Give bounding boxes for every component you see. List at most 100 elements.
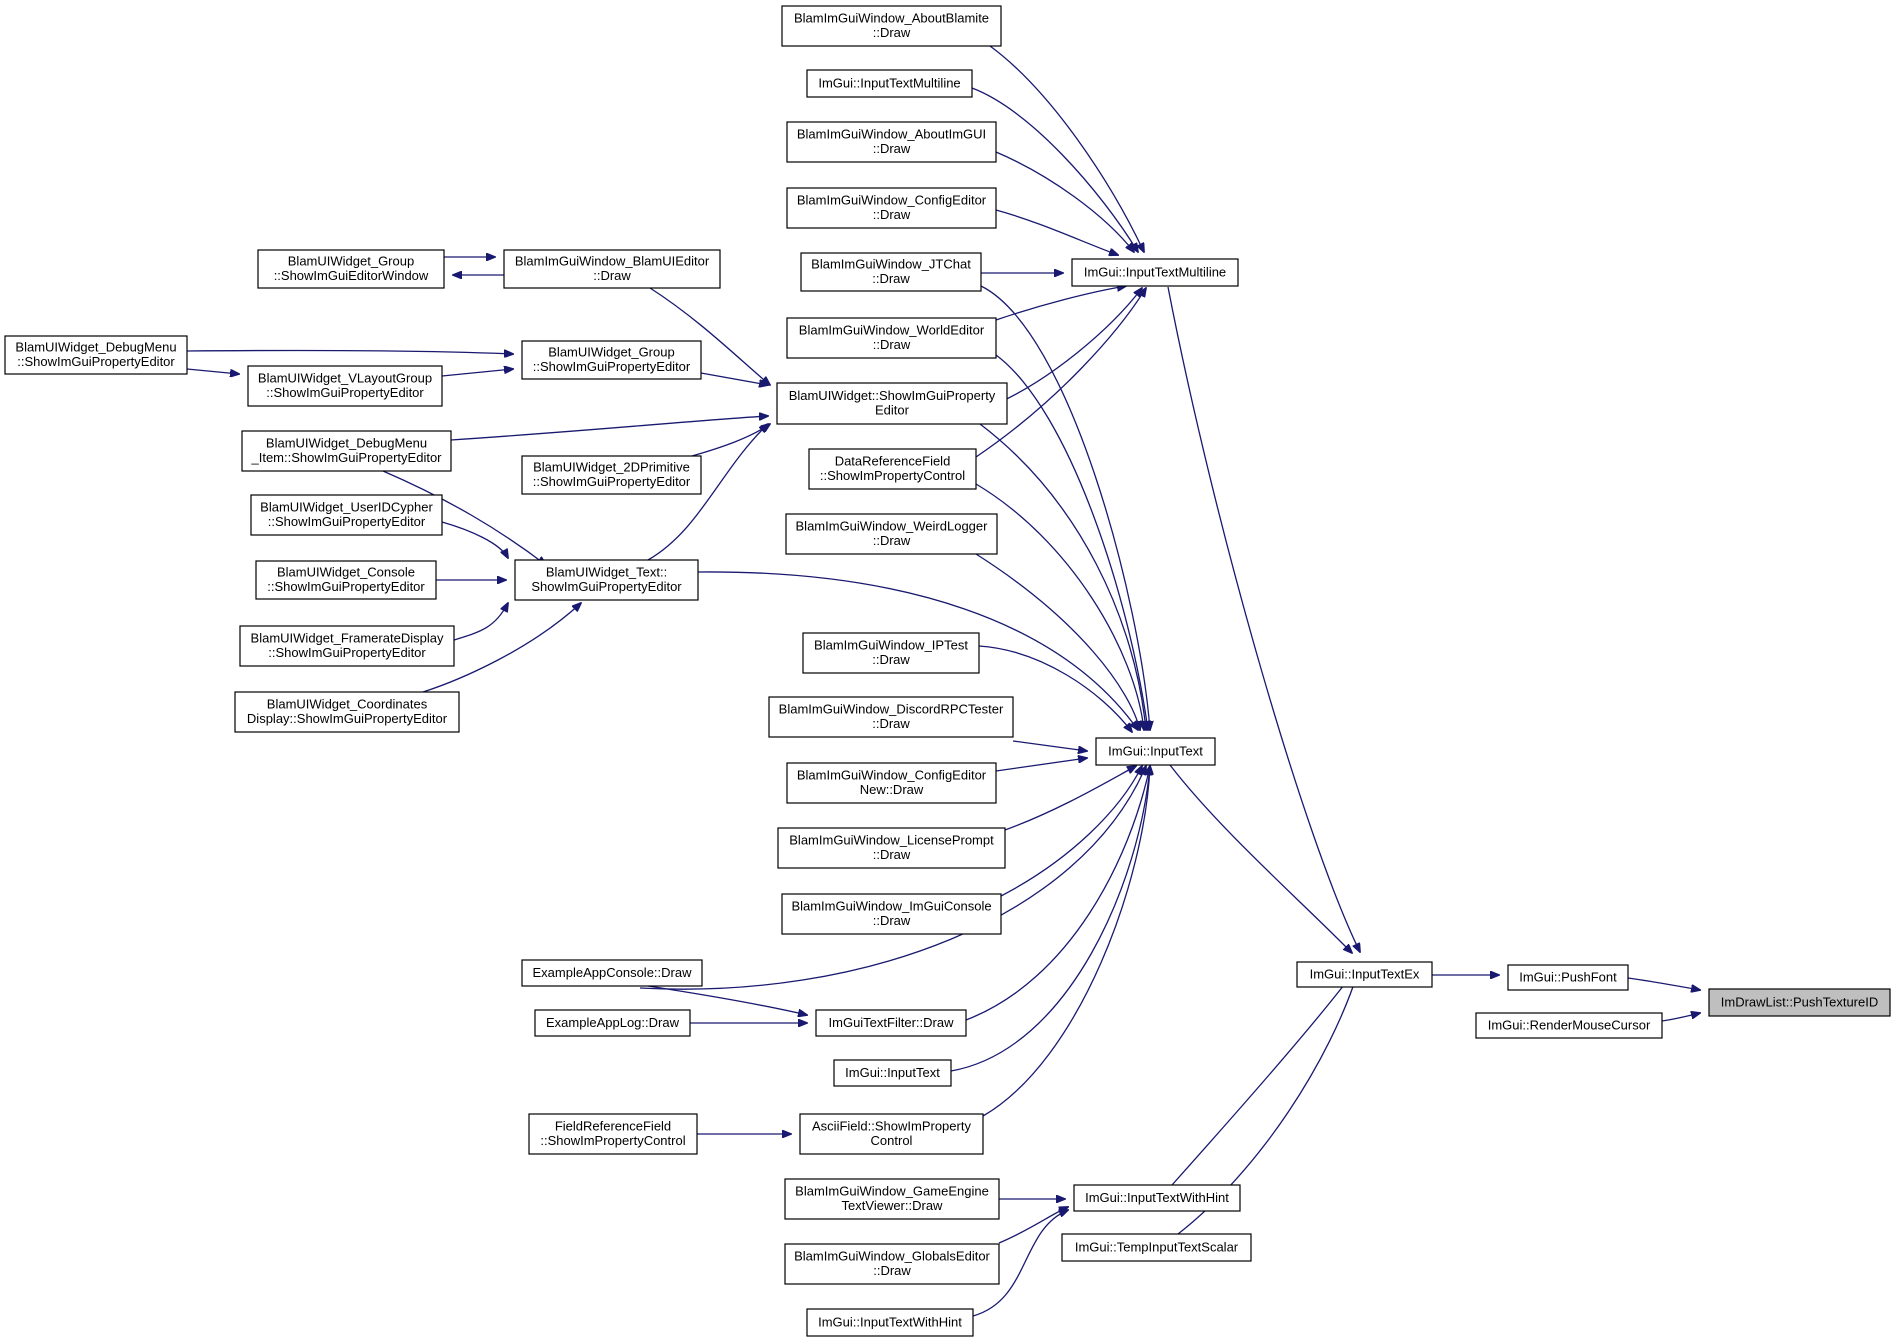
graph-node-textfilter[interactable]: ImGuiTextFilter::Draw [815, 1009, 967, 1037]
graph-node-imgui_itm[interactable]: ImGui::InputTextMultiline [806, 69, 973, 98]
node-label: Display::ShowImGuiPropertyEditor [247, 711, 448, 726]
edge-imgui_itwh-to-inputtextwithhint [972, 1210, 1068, 1317]
node-label: ImGui::InputTextMultiline [1084, 264, 1226, 279]
node-label: BlamUIWidget_2DPrimitive [533, 460, 690, 475]
graph-node-groupwindow[interactable]: BlamUIWidget_Group::ShowImGuiEditorWindo… [257, 249, 445, 289]
graph-node-gameengine[interactable]: BlamImGuiWindow_GameEngineTextViewer::Dr… [784, 1178, 1000, 1220]
graph-node-framerate[interactable]: BlamUIWidget_FramerateDisplay::ShowImGui… [239, 625, 455, 667]
graph-node-licenseprompt[interactable]: BlamImGuiWindow_LicensePrompt::Draw [777, 827, 1006, 869]
edge-jtchat-to-inputtext [980, 285, 1150, 730]
node-label: ::Draw [873, 533, 911, 548]
edge-textwidget-to-showpropeditor [647, 424, 768, 561]
node-label: _Item::ShowImGuiPropertyEditor [250, 450, 442, 465]
graph-node-vlayout[interactable]: BlamUIWidget_VLayoutGroup::ShowImGuiProp… [247, 365, 443, 407]
node-box [255, 560, 437, 600]
graph-node-rendermouse[interactable]: ImGui::RenderMouseCursor [1475, 1012, 1663, 1039]
edge-inputtext-to-inputtextex [1169, 764, 1352, 953]
node-label: ::ShowImPropertyControl [540, 1133, 685, 1148]
graph-node-debugmenu[interactable]: BlamUIWidget_DebugMenu::ShowImGuiPropert… [4, 335, 188, 375]
graph-node-group[interactable]: BlamUIWidget_Group::ShowImGuiPropertyEdi… [521, 340, 702, 380]
node-box [806, 69, 973, 98]
graph-node-uieditor[interactable]: BlamImGuiWindow_BlamUIEditor::Draw [503, 249, 721, 289]
graph-node-appconsole[interactable]: ExampleAppConsole::Draw [521, 959, 703, 987]
node-label: ::Draw [873, 141, 911, 156]
node-box [521, 340, 702, 380]
node-label: ::ShowImGuiPropertyEditor [267, 579, 425, 594]
edge-debugmenuitem-to-textwidget [382, 470, 546, 565]
edge-debugmenu-to-group [186, 350, 513, 354]
graph-node-asciifield[interactable]: AsciiField::ShowImPropertyControl [799, 1113, 984, 1155]
graph-node-discordrpc[interactable]: BlamImGuiWindow_DiscordRPCTester::Draw [768, 696, 1014, 738]
graph-node-console[interactable]: BlamUIWidget_Console::ShowImGuiPropertyE… [255, 560, 437, 600]
node-box [799, 1113, 984, 1155]
graph-node-weirdlogger[interactable]: BlamImGuiWindow_WeirdLogger::Draw [785, 513, 998, 555]
graph-node-imgui_itwh[interactable]: ImGui::InputTextWithHint [806, 1308, 974, 1337]
graph-node-showpropeditor[interactable]: BlamUIWidget::ShowImGuiPropertyEditor [776, 382, 1008, 425]
node-box [1061, 1233, 1252, 1262]
node-box [1296, 961, 1433, 988]
node-box [806, 1308, 974, 1337]
node-label: ShowImGuiPropertyEditor [531, 579, 682, 594]
graph-node-inputtextwithhint[interactable]: ImGui::InputTextWithHint [1073, 1184, 1241, 1212]
node-label: DataReferenceField [835, 454, 951, 469]
edge-showpropeditor-to-inputtextmultiline [995, 288, 1142, 405]
node-box [4, 335, 188, 375]
node-label: ::Draw [872, 652, 910, 667]
graph-node-inputtextmultiline[interactable]: ImGui::InputTextMultiline [1071, 258, 1239, 287]
graph-node-configeditor[interactable]: BlamImGuiWindow_ConfigEditor::Draw [786, 187, 997, 229]
graph-node-aboutblamite[interactable]: BlamImGuiWindow_AboutBlamite::Draw [781, 5, 1002, 47]
edge-rendermouse-to-root [1661, 1013, 1700, 1022]
graph-node-useridcypher[interactable]: BlamUIWidget_UserIDCypher::ShowImGuiProp… [250, 494, 443, 536]
node-label: BlamImGuiWindow_ConfigEditor [797, 193, 987, 208]
graph-node-imgui_it[interactable]: ImGui::InputText [833, 1059, 952, 1087]
node-label: ImGui::InputTextWithHint [1085, 1190, 1229, 1205]
graph-node-pushfont[interactable]: ImGui::PushFont [1507, 964, 1629, 991]
graph-node-prim2d[interactable]: BlamUIWidget_2DPrimitive::ShowImGuiPrope… [521, 455, 702, 495]
graph-node-debugmenuitem[interactable]: BlamUIWidget_DebugMenu_Item::ShowImGuiPr… [241, 430, 452, 472]
node-label: AsciiField::ShowImProperty [812, 1119, 971, 1134]
node-label: ImGuiTextFilter::Draw [829, 1015, 955, 1030]
graph-node-inputtext[interactable]: ImGui::InputText [1095, 737, 1216, 766]
graph-node-fieldref[interactable]: FieldReferenceField::ShowImPropertyContr… [528, 1113, 698, 1155]
node-box [785, 513, 998, 555]
node-box [768, 696, 1014, 738]
node-label: ImGui::InputTextMultiline [818, 75, 960, 90]
node-label: ImGui::InputText [1108, 743, 1203, 758]
graph-node-jtchat[interactable]: BlamImGuiWindow_JTChat::Draw [800, 252, 982, 292]
edge-configeditor-to-inputtextmultiline [995, 209, 1118, 255]
edge-globalseditor-to-inputtextwithhint [998, 1207, 1068, 1244]
graph-node-inputtextex[interactable]: ImGui::InputTextEx [1296, 961, 1433, 988]
edge-licenseprompt-to-inputtext [1004, 766, 1136, 831]
graph-node-datareffield[interactable]: DataReferenceField::ShowImPropertyContro… [808, 448, 977, 490]
node-label: TextViewer::Draw [842, 1198, 944, 1213]
node-label: ImDrawList::PushTextureID [1721, 994, 1879, 1009]
edge-inputtextwithhint-to-inputtextex [1171, 972, 1354, 1186]
edge-framerate-to-textwidget [453, 603, 508, 641]
node-label: BlamUIWidget_Coordinates [267, 697, 428, 712]
graph-node-aboutimgui[interactable]: BlamImGuiWindow_AboutImGUI::Draw [786, 121, 997, 163]
edge-inputtextmultiline-to-inputtextex [1167, 286, 1360, 952]
node-box [1095, 737, 1216, 766]
edge-iptest-to-inputtext [978, 645, 1132, 732]
node-label: ::Draw [593, 268, 631, 283]
graph-node-iptest[interactable]: BlamImGuiWindow_IPTest::Draw [802, 632, 980, 674]
graph-node-tempinputtextscalar[interactable]: ImGui::TempInputTextScalar [1061, 1233, 1252, 1262]
graph-node-applog[interactable]: ExampleAppLog::Draw [534, 1009, 691, 1037]
node-label: BlamUIWidget_Text:: [546, 565, 667, 580]
node-box [786, 317, 997, 359]
node-label: BlamImGuiWindow_LicensePrompt [789, 833, 994, 848]
node-box [1507, 964, 1629, 991]
graph-node-coords[interactable]: BlamUIWidget_CoordinatesDisplay::ShowImG… [234, 691, 460, 733]
graph-node-textwidget[interactable]: BlamUIWidget_Text::ShowImGuiPropertyEdit… [514, 559, 699, 601]
graph-node-globalseditor[interactable]: BlamImGuiWindow_GlobalsEditor::Draw [784, 1243, 1000, 1285]
node-label: FieldReferenceField [555, 1119, 671, 1134]
edge-configeditornew-to-inputtext [995, 758, 1087, 772]
edge-textwidget-to-inputtext [697, 571, 1138, 730]
node-box [247, 365, 443, 407]
node-box [776, 382, 1008, 425]
graph-node-worldeditor[interactable]: BlamImGuiWindow_WorldEditor::Draw [786, 317, 997, 359]
graph-node-root[interactable]: ImDrawList::PushTextureID [1708, 988, 1891, 1017]
edge-showpropeditor-to-inputtext [979, 423, 1146, 730]
graph-node-imguiconsole[interactable]: BlamImGuiWindow_ImGuiConsole::Draw [781, 893, 1002, 935]
